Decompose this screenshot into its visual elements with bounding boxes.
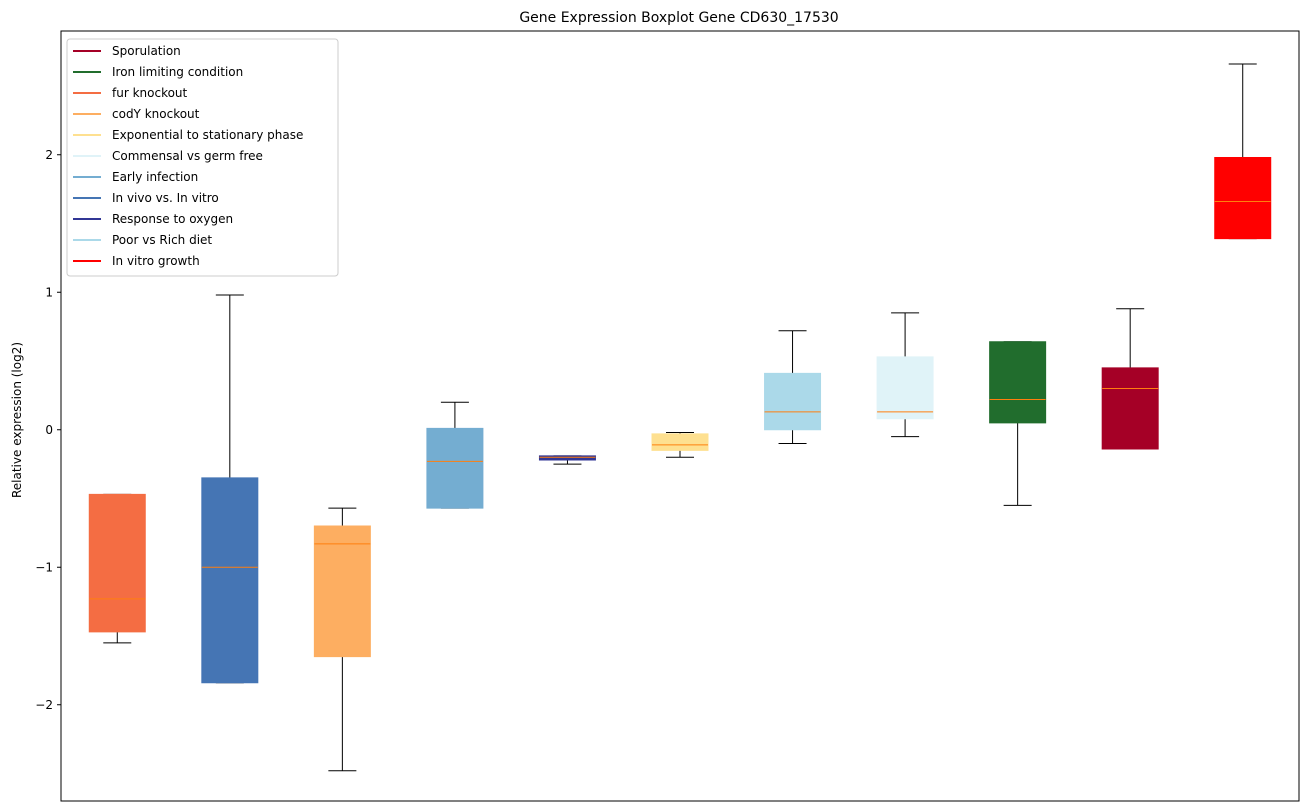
- box-body: [88, 493, 146, 633]
- box-response-to-oxygen: [538, 455, 596, 465]
- legend-label: Iron limiting condition: [112, 65, 243, 79]
- legend-label: codY knockout: [112, 107, 200, 121]
- box-body: [1214, 157, 1272, 240]
- legend-frame: [66, 38, 339, 277]
- box-exponential-to-stationary-phase: [651, 432, 709, 458]
- box-fur-knockout: [88, 493, 146, 644]
- legend-label: Poor vs Rich diet: [112, 233, 212, 247]
- y-axis-label: Relative expression (log2): [10, 342, 24, 498]
- legend-item: In vivo vs. In vitro: [73, 191, 219, 205]
- box-body: [201, 477, 259, 684]
- box-body: [989, 341, 1047, 424]
- box-body: [876, 356, 934, 420]
- box-commensal-vs-germ-free: [876, 312, 934, 438]
- boxes-group: [88, 63, 1272, 772]
- legend-label: fur knockout: [112, 86, 188, 100]
- y-tick-label: 0: [45, 423, 53, 437]
- y-tick-label: 2: [45, 148, 53, 162]
- legend-item: Early infection: [73, 170, 198, 184]
- legend-item: Poor vs Rich diet: [73, 233, 212, 247]
- box-body: [1101, 367, 1159, 450]
- box-poor-vs-rich-diet: [764, 330, 822, 444]
- legend-label: In vivo vs. In vitro: [112, 191, 219, 205]
- legend-label: In vitro growth: [112, 254, 200, 268]
- legend-item: Response to oxygen: [73, 212, 233, 226]
- legend-item: codY knockout: [73, 107, 200, 121]
- box-in-vitro-growth: [1214, 63, 1272, 240]
- box-early-infection: [426, 401, 484, 509]
- legend-item: Commensal vs germ free: [73, 149, 263, 163]
- y-tick-label: 1: [45, 285, 53, 299]
- plot-area: [60, 30, 1300, 802]
- legend-label: Commensal vs germ free: [112, 149, 263, 163]
- legend-label: Exponential to stationary phase: [112, 128, 303, 142]
- box-body: [651, 433, 709, 451]
- box-iron-limiting-condition: [989, 341, 1047, 506]
- legend-label: Response to oxygen: [112, 212, 233, 226]
- y-tick-label: −2: [35, 698, 53, 712]
- legend-label: Early infection: [112, 170, 198, 184]
- box-body: [764, 372, 822, 431]
- y-axis: −2 −1 0 1 2: [35, 148, 61, 712]
- chart-title: Gene Expression Boxplot Gene CD630_17530: [519, 10, 838, 26]
- box-cody-knockout: [313, 507, 371, 772]
- y-tick-label: −1: [35, 560, 53, 574]
- legend-item: fur knockout: [73, 86, 188, 100]
- legend-item: Iron limiting condition: [73, 65, 243, 79]
- box-body: [538, 455, 596, 461]
- legend-item: Sporulation: [73, 44, 181, 58]
- plot-frame: [60, 30, 1300, 802]
- box-in-vivo-vs-in-vitro: [201, 294, 259, 684]
- box-sporulation: [1101, 308, 1159, 450]
- legend-label: Sporulation: [112, 44, 181, 58]
- legend-item: Exponential to stationary phase: [73, 128, 303, 142]
- box-body: [313, 525, 371, 658]
- legend-item: In vitro growth: [73, 254, 200, 268]
- box-body: [426, 427, 484, 509]
